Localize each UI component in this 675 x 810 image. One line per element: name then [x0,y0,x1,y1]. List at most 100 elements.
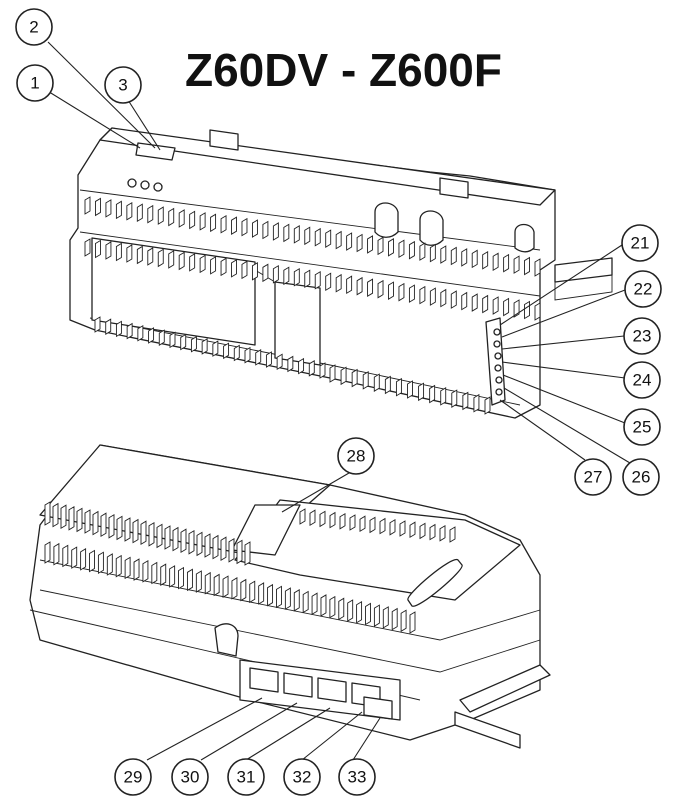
cooling-fin [52,502,59,528]
cooling-fin [429,243,436,263]
cooling-fin [298,357,305,375]
cooling-fin [482,294,489,314]
cooling-fin [186,568,193,592]
cooling-fin [255,349,262,366]
cooling-fin [524,300,530,320]
cooling-fin [62,544,69,568]
cooling-fin [325,272,332,292]
cooling-fin [359,515,366,532]
callout-label-3: 3 [118,76,127,95]
cooling-fin [106,553,113,576]
cooling-fin [210,213,217,233]
cooling-fin [276,585,282,609]
cooling-fin [492,252,499,272]
cooling-fin [251,262,258,281]
cooling-fin [126,244,133,263]
cooling-fin [391,607,398,631]
cooling-fin [60,504,67,529]
cooling-fin [429,287,436,306]
cooling-fin [244,541,251,566]
cooling-fin [241,217,248,237]
cooling-fin [388,238,394,257]
cooling-fin [212,340,219,357]
cooling-fin [223,342,230,360]
cooling-fin [373,604,380,627]
cooling-fin [409,521,416,538]
cooling-fin [210,256,217,275]
cooling-fin [513,255,520,274]
cooling-fin [156,523,163,549]
cooling-fin [450,290,457,309]
cooling-fin [309,509,316,526]
cooling-fin [365,602,371,626]
cooling-fin [347,599,354,622]
callout-label-22: 22 [634,280,653,299]
cooling-fin [124,556,131,580]
cooling-fin [212,534,219,560]
cooling-fin [287,355,294,373]
cooling-fin [178,209,185,228]
cooling-fin [503,297,510,317]
cooling-fin [450,246,457,266]
cooling-fin [105,318,112,335]
callout-24: 24 [623,361,661,399]
callout-label-31: 31 [237,768,256,787]
cooling-fin [471,293,478,312]
callout-21: 21 [621,224,659,262]
cooling-fin [195,570,202,593]
cooling-fin [349,514,356,531]
cooling-fin [199,254,206,274]
cooling-fin [231,216,237,235]
cooling-fin [325,229,332,248]
cooling-fin [356,600,363,624]
cooling-fin [346,275,353,295]
cooling-fin [97,551,104,575]
cooling-fin [462,391,469,411]
cooling-fin [284,587,291,610]
cooling-fin [340,366,347,386]
callout-26: 26 [622,458,660,496]
cooling-fin [482,250,489,270]
cooling-fin [137,324,144,342]
cooling-fin [440,245,447,264]
callout-label-29: 29 [124,768,143,787]
callout-label-25: 25 [633,418,652,437]
cooling-fin [196,531,203,557]
cooling-fin [304,269,311,289]
cooling-fin [228,538,235,563]
callout-32: 32 [283,758,321,796]
cooling-fin [302,590,309,614]
cooling-fin [220,257,227,277]
cooling-fin [233,344,240,362]
cooling-fin [439,525,446,542]
cooling-fin [308,360,315,377]
cooling-fin [126,201,133,221]
cooling-fin [44,501,51,526]
cooling-fin [142,559,149,583]
cooling-fin [115,320,122,338]
cooling-fin [418,382,425,402]
cooling-fin [329,595,336,619]
cooling-fin [399,520,406,537]
cooling-fin [534,258,541,277]
callout-29: 29 [114,758,152,796]
cooling-fin [304,226,311,246]
cooling-fin [92,510,99,536]
callout-3: 3 [104,66,142,104]
cooling-fin [80,548,87,571]
cooling-fin [157,248,164,268]
cooling-fin [314,270,321,290]
cooling-fin [168,207,175,227]
cooling-fin [356,276,363,296]
cooling-fin [276,353,283,371]
cooling-fin [148,522,155,547]
cooling-fin [178,566,184,590]
cooling-fin [262,220,269,240]
cooling-fin [231,259,237,278]
cooling-fin [382,606,389,629]
callout-31: 31 [227,758,265,796]
cooling-fin [293,589,300,612]
cooling-fin [367,235,374,254]
cooling-fin [377,236,384,256]
cooling-fin [429,523,436,541]
